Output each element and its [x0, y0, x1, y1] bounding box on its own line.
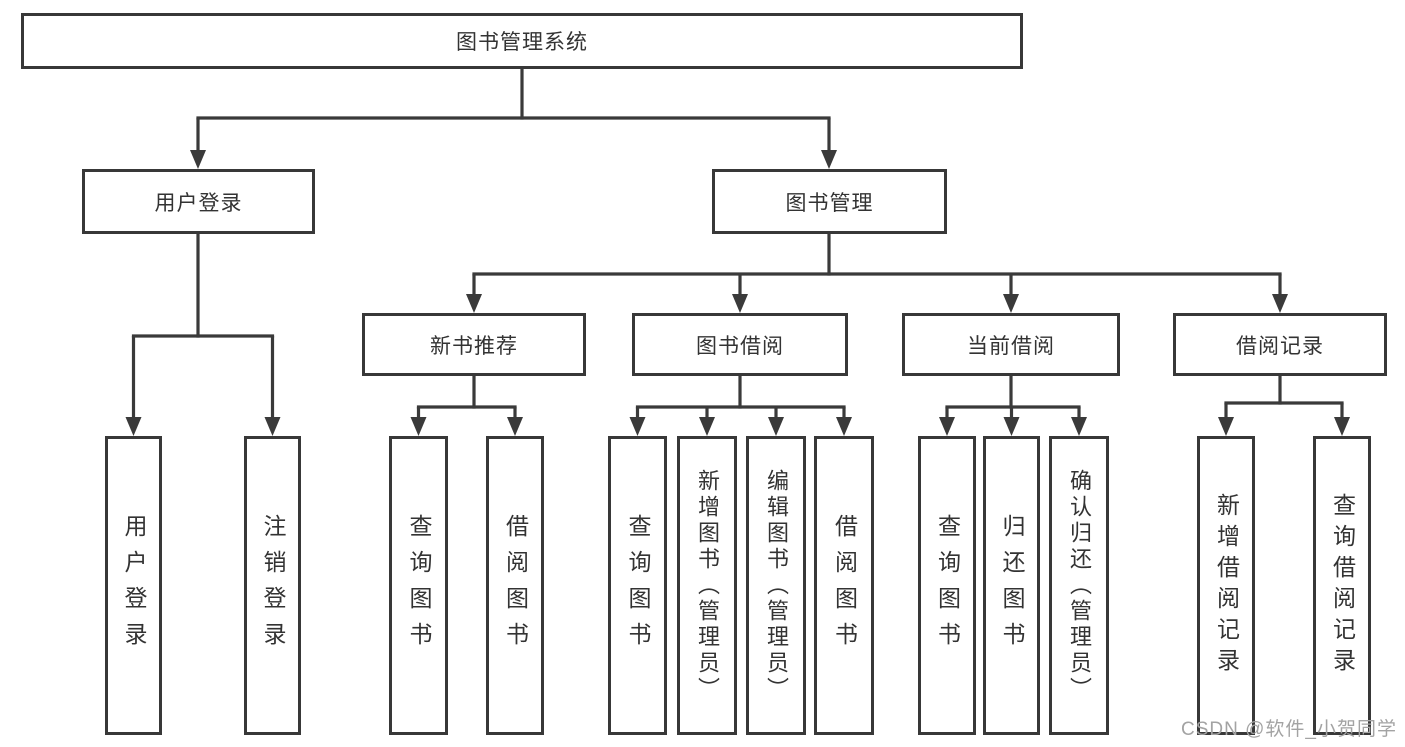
- arrow-down-icon: [466, 294, 482, 313]
- arrow-down-icon: [1071, 417, 1087, 436]
- leaf-query-book: 查询图书: [608, 436, 667, 735]
- leaf-user-login: 用户登录: [105, 436, 162, 735]
- node-current-borrow: 当前借阅: [902, 313, 1120, 376]
- leaf-borrow-book: 借阅图书: [814, 436, 874, 735]
- node-label: 归还图书: [999, 513, 1025, 658]
- node-label: 借阅图书: [502, 513, 529, 658]
- leaf-query-borrow-record: 查询借阅记录: [1313, 436, 1371, 735]
- leaf-query-book: 查询图书: [389, 436, 448, 735]
- node-label: 注销登录: [260, 513, 286, 658]
- leaf-logout-login: 注销登录: [244, 436, 301, 735]
- node-label: 查询图书: [406, 513, 432, 658]
- node-label: 新书推荐: [430, 334, 518, 358]
- arrow-down-icon: [1218, 417, 1234, 436]
- node-label: 图书管理: [785, 191, 874, 215]
- arrow-down-icon: [1272, 294, 1288, 313]
- arrow-down-icon: [1003, 294, 1019, 313]
- node-label: 图书借阅: [696, 334, 784, 358]
- arrow-down-icon: [125, 417, 142, 436]
- node-book-management: 图书管理: [712, 169, 947, 234]
- arrow-down-icon: [190, 150, 206, 169]
- arrow-down-icon: [732, 294, 748, 313]
- node-label: 编辑图书（管理员）: [764, 468, 789, 703]
- node-label: 借阅记录: [1236, 334, 1324, 358]
- node-label: 借阅图书: [831, 513, 858, 658]
- csdn-watermark: CSDN @软件_小贺同学: [1181, 719, 1397, 740]
- connector-user-login: [125, 234, 281, 436]
- leaf-add-book-admin: 新增图书（管理员）: [677, 436, 737, 735]
- connector-borrow-records: [1218, 376, 1350, 436]
- connector-current-borrow: [939, 376, 1087, 436]
- arrow-down-icon: [410, 417, 427, 436]
- node-label: 确认归还（管理员）: [1067, 468, 1092, 703]
- node-label: 查询借阅记录: [1329, 492, 1356, 679]
- node-borrow-records: 借阅记录: [1173, 313, 1387, 376]
- arrow-down-icon: [768, 417, 784, 436]
- node-label: 新增图书（管理员）: [695, 468, 720, 703]
- leaf-borrow-book: 借阅图书: [486, 436, 544, 735]
- leaf-return-book: 归还图书: [983, 436, 1040, 735]
- leaf-edit-book-admin: 编辑图书（管理员）: [746, 436, 806, 735]
- connector-book-borrow: [629, 376, 852, 436]
- arrow-down-icon: [699, 417, 715, 436]
- node-label: 用户登录: [154, 191, 243, 215]
- leaf-query-book: 查询图书: [918, 436, 976, 735]
- arrow-down-icon: [264, 417, 281, 436]
- node-label: 图书管理系统: [456, 31, 588, 54]
- arrow-down-icon: [821, 150, 837, 169]
- arrow-down-icon: [939, 417, 955, 436]
- leaf-add-borrow-record: 新增借阅记录: [1197, 436, 1255, 735]
- node-label: 当前借阅: [967, 334, 1055, 358]
- connector-new-book-recommend: [410, 376, 523, 436]
- connector-root: [190, 69, 837, 169]
- node-new-book-recommend: 新书推荐: [362, 313, 586, 376]
- arrow-down-icon: [1334, 417, 1350, 436]
- leaf-confirm-return-admin: 确认归还（管理员）: [1049, 436, 1109, 735]
- node-label: 查询图书: [934, 513, 961, 658]
- connector-book-management: [466, 234, 1288, 313]
- node-label: 查询图书: [625, 513, 651, 658]
- node-label: 新增借阅记录: [1213, 492, 1240, 679]
- arrow-down-icon: [1003, 417, 1020, 436]
- arrow-down-icon: [507, 417, 523, 436]
- node-label: 用户登录: [121, 513, 147, 658]
- node-system-root: 图书管理系统: [21, 13, 1023, 69]
- arrow-down-icon: [629, 417, 646, 436]
- node-book-borrow: 图书借阅: [632, 313, 848, 376]
- node-user-login: 用户登录: [82, 169, 315, 234]
- arrow-down-icon: [836, 417, 852, 436]
